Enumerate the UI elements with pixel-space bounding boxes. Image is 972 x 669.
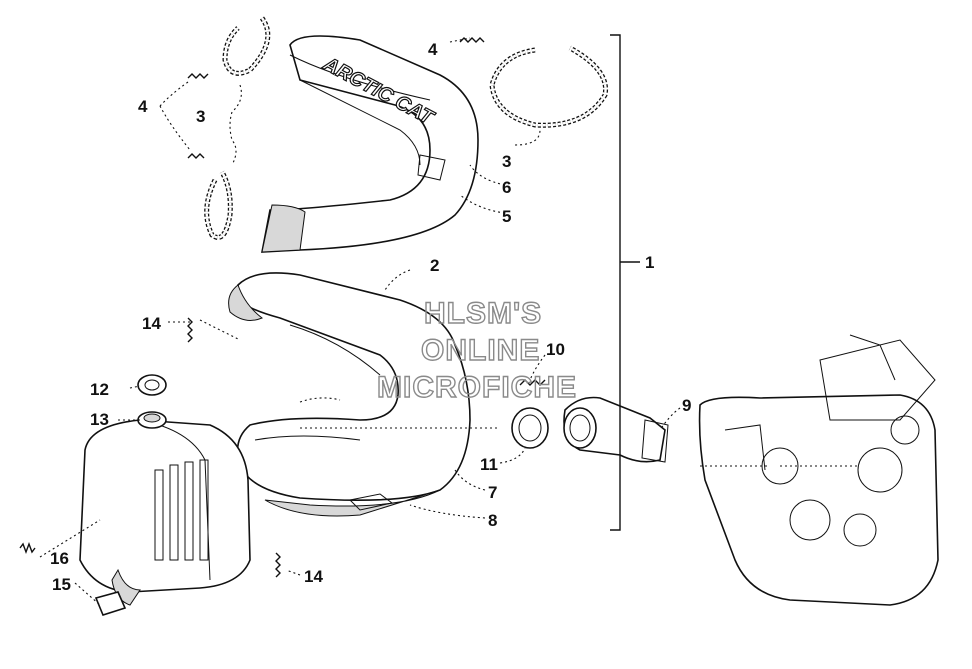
callout-numbers: 1 2 3 3 4 4 5 6 7 8 9 10 11 12 13 14 14 …	[50, 40, 691, 594]
watermark-line-1: HLSM'S	[424, 297, 542, 330]
assembly-bracket	[610, 34, 621, 531]
grommet	[137, 374, 167, 396]
small-springs	[187, 37, 485, 159]
callout-4-top: 4	[428, 40, 438, 59]
spring-14-top	[187, 317, 193, 343]
callout-9: 9	[682, 396, 691, 415]
leader-lines	[39, 37, 860, 606]
watermark-line-2: ONLINE	[421, 334, 540, 367]
callout-6: 6	[502, 178, 511, 197]
callout-14-bottom: 14	[304, 567, 323, 586]
chamber-decal	[348, 493, 394, 511]
callout-3-right: 3	[502, 152, 511, 171]
retaining-chains	[204, 16, 609, 240]
callout-5: 5	[502, 207, 511, 226]
engine-reference	[698, 334, 939, 606]
muffler	[79, 411, 251, 606]
spring-16	[19, 542, 36, 554]
callout-3-left: 3	[196, 107, 205, 126]
callout-13: 13	[90, 410, 109, 429]
callout-8: 8	[488, 511, 497, 530]
callout-11: 11	[480, 455, 498, 474]
gasket-ring	[511, 407, 549, 449]
callout-16: 16	[50, 549, 69, 568]
exhaust-manifold	[563, 396, 669, 463]
shield-decal	[417, 154, 446, 181]
watermark-line-3: MICROFICHE	[377, 371, 577, 404]
callout-14-top: 14	[142, 314, 161, 333]
callout-1: 1	[645, 253, 654, 272]
watermark: HLSM'S ONLINE MICROFICHE	[376, 296, 577, 404]
callout-7: 7	[488, 483, 497, 502]
callout-12: 12	[90, 380, 109, 399]
callout-10: 10	[546, 340, 565, 359]
clamp-15	[94, 591, 127, 616]
spring-14-bottom	[275, 552, 281, 578]
callout-15: 15	[52, 575, 71, 594]
heat-shield: ARCTIC CAT	[261, 35, 479, 253]
expansion-chamber	[228, 272, 471, 517]
callout-4-left: 4	[138, 97, 148, 116]
spring-10	[519, 379, 546, 386]
callout-2: 2	[430, 256, 439, 275]
